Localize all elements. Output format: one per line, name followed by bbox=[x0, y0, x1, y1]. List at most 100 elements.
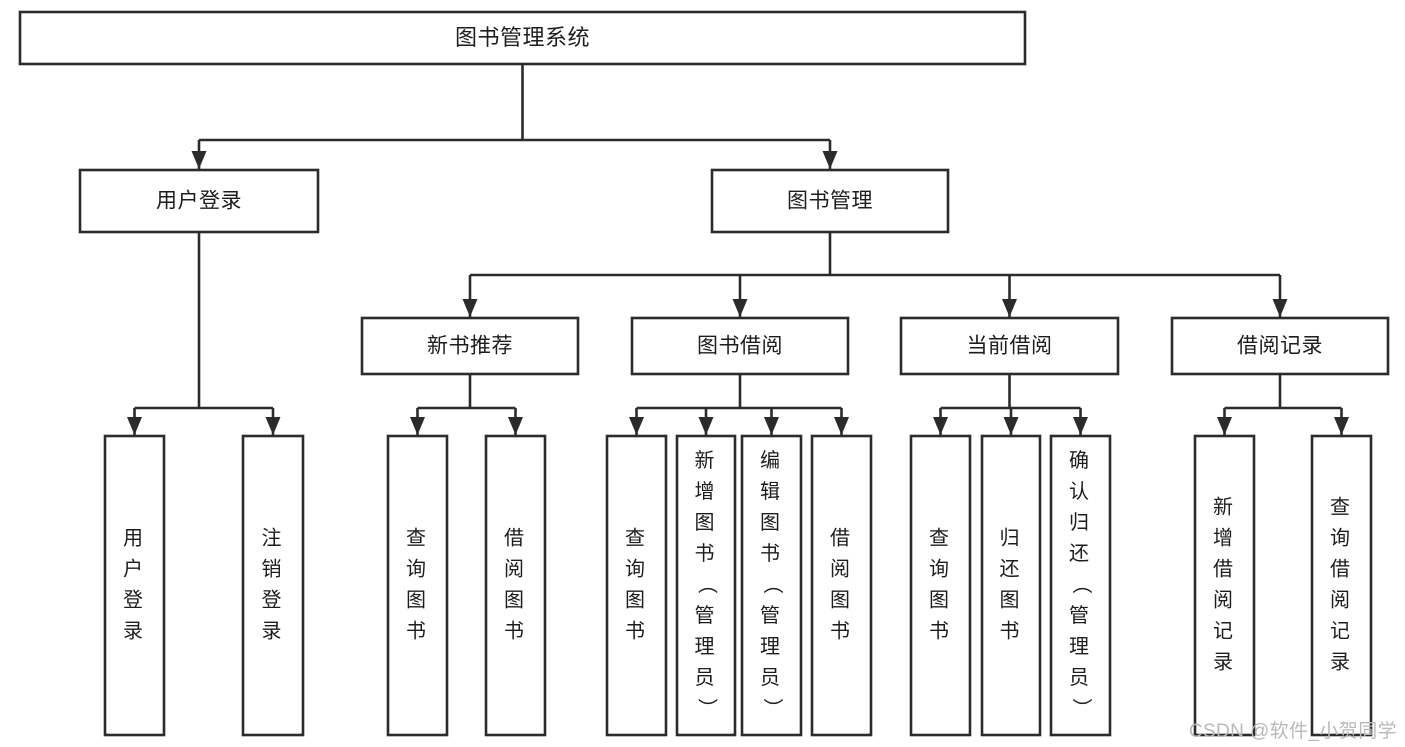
connector-arrow bbox=[629, 417, 644, 435]
node-label-book-borrow: 图书借阅 bbox=[697, 335, 783, 358]
node-label-leaf-edit-book: （ bbox=[761, 574, 784, 597]
node-label-leaf-borrow-book: 借 bbox=[830, 526, 853, 549]
node-label-leaf-add-book: （ bbox=[696, 574, 719, 597]
node-label-leaf-query-book-borrow: 书 bbox=[625, 619, 648, 642]
csdn-watermark: CSDN @软件_小贺同学 bbox=[1188, 721, 1397, 742]
node-label-leaf-add-borrow-record: 录 bbox=[1213, 651, 1236, 673]
node-box-leaf-user-logout bbox=[241, 434, 305, 737]
node-borrow-record[interactable]: 借阅记录 bbox=[1170, 316, 1390, 376]
node-label-leaf-user-login: 户 bbox=[123, 557, 146, 580]
node-label-leaf-confirm-return: 理 bbox=[1069, 636, 1092, 658]
node-label-leaf-return-book: 书 bbox=[1000, 619, 1023, 642]
node-label-leaf-confirm-return: 还 bbox=[1069, 542, 1092, 565]
node-label-leaf-user-logout: 销 bbox=[262, 557, 285, 580]
node-label-leaf-add-borrow-record: 记 bbox=[1213, 619, 1236, 642]
node-label-leaf-confirm-return: 员 bbox=[1069, 667, 1092, 689]
connector-arrow bbox=[1272, 299, 1288, 317]
node-label-leaf-add-borrow-record: 新 bbox=[1213, 495, 1236, 518]
node-label-leaf-query-book-current: 图 bbox=[929, 589, 952, 611]
connector-arrow bbox=[265, 417, 281, 435]
node-label-leaf-edit-book: 图 bbox=[760, 512, 783, 534]
node-label-leaf-borrow-book-recommend: 图 bbox=[504, 589, 527, 611]
connector-arrow bbox=[410, 417, 425, 435]
node-label-leaf-query-borrow-record: 查 bbox=[1330, 495, 1353, 518]
connector-arrow bbox=[822, 151, 838, 169]
node-box-leaf-confirm-return bbox=[1049, 434, 1112, 737]
node-label-leaf-add-book: 新 bbox=[695, 449, 718, 472]
node-label-leaf-add-book: 理 bbox=[695, 636, 718, 658]
node-leaf-user-login[interactable]: 用户登录 bbox=[103, 434, 166, 737]
node-label-leaf-query-borrow-record: 询 bbox=[1330, 526, 1353, 549]
node-box-user-login bbox=[78, 168, 320, 234]
node-label-leaf-return-book: 归 bbox=[1000, 526, 1023, 549]
node-label-leaf-user-login: 登 bbox=[123, 588, 146, 611]
node-box-leaf-query-book-borrow bbox=[605, 434, 668, 737]
node-book-manage[interactable]: 图书管理 bbox=[710, 168, 950, 234]
node-label-leaf-borrow-book-recommend: 借 bbox=[504, 526, 527, 549]
node-label-leaf-query-book-recommend: 询 bbox=[406, 557, 429, 580]
node-box-book-manage bbox=[710, 168, 950, 234]
node-label-leaf-edit-book: ） bbox=[761, 698, 784, 721]
node-label-leaf-confirm-return: （ bbox=[1070, 574, 1093, 597]
node-label-book-manage: 图书管理 bbox=[787, 190, 873, 213]
node-root[interactable]: 图书管理系统 bbox=[18, 10, 1027, 66]
node-label-leaf-query-book-recommend: 查 bbox=[406, 526, 429, 549]
node-label-leaf-add-book: 书 bbox=[695, 542, 718, 565]
node-label-new-book-recommend: 新书推荐 bbox=[427, 335, 513, 358]
node-label-leaf-query-book-borrow: 图 bbox=[625, 589, 648, 611]
node-label-root: 图书管理系统 bbox=[455, 25, 590, 50]
connector-arrow bbox=[191, 151, 207, 169]
node-label-leaf-edit-book: 员 bbox=[760, 667, 783, 689]
node-label-leaf-add-book: 增 bbox=[695, 480, 718, 503]
connector-arrow bbox=[462, 299, 478, 317]
node-user-login[interactable]: 用户登录 bbox=[78, 168, 320, 234]
node-label-leaf-edit-book: 理 bbox=[760, 636, 783, 658]
node-label-leaf-query-borrow-record: 记 bbox=[1330, 619, 1353, 642]
node-box-leaf-add-book bbox=[675, 434, 737, 737]
connector-arrow bbox=[1073, 417, 1088, 435]
node-label-leaf-query-book-borrow: 询 bbox=[625, 557, 648, 580]
node-label-leaf-query-book-current: 询 bbox=[929, 557, 952, 580]
node-label-leaf-user-login: 用 bbox=[123, 527, 146, 549]
node-label-user-login: 用户登录 bbox=[156, 190, 242, 213]
node-label-leaf-query-book-borrow: 查 bbox=[625, 526, 648, 549]
node-current-borrow[interactable]: 当前借阅 bbox=[899, 316, 1120, 376]
connector-arrow bbox=[834, 417, 849, 435]
node-layer: 图书管理系统用户登录图书管理新书推荐图书借阅当前借阅借阅记录用户登录注销登录查询… bbox=[18, 10, 1390, 737]
node-label-current-borrow: 当前借阅 bbox=[967, 335, 1053, 358]
node-box-leaf-query-book-recommend bbox=[386, 434, 449, 737]
node-book-borrow[interactable]: 图书借阅 bbox=[630, 316, 850, 376]
connector-arrow bbox=[1334, 417, 1349, 435]
connector-arrow bbox=[127, 417, 142, 435]
node-label-leaf-add-book: 员 bbox=[695, 667, 718, 689]
node-label-leaf-confirm-return: 归 bbox=[1069, 511, 1092, 534]
node-box-leaf-query-book-current bbox=[909, 434, 972, 737]
node-box-leaf-return-book bbox=[980, 434, 1042, 737]
connector-arrow bbox=[1002, 299, 1017, 317]
node-box-root bbox=[18, 10, 1027, 66]
node-label-leaf-query-borrow-record: 录 bbox=[1330, 651, 1353, 673]
node-label-leaf-query-book-current: 查 bbox=[929, 526, 952, 549]
node-label-borrow-record: 借阅记录 bbox=[1237, 335, 1323, 358]
node-new-book-recommend[interactable]: 新书推荐 bbox=[360, 316, 580, 376]
node-label-leaf-edit-book: 书 bbox=[760, 542, 783, 565]
node-label-leaf-add-book: 图 bbox=[695, 512, 718, 534]
node-label-leaf-confirm-return: 管 bbox=[1069, 604, 1092, 627]
node-label-leaf-user-logout: 注 bbox=[262, 526, 285, 549]
connector-arrow bbox=[933, 417, 948, 435]
connector-arrow bbox=[1217, 417, 1232, 435]
node-label-leaf-edit-book: 辑 bbox=[760, 480, 783, 503]
